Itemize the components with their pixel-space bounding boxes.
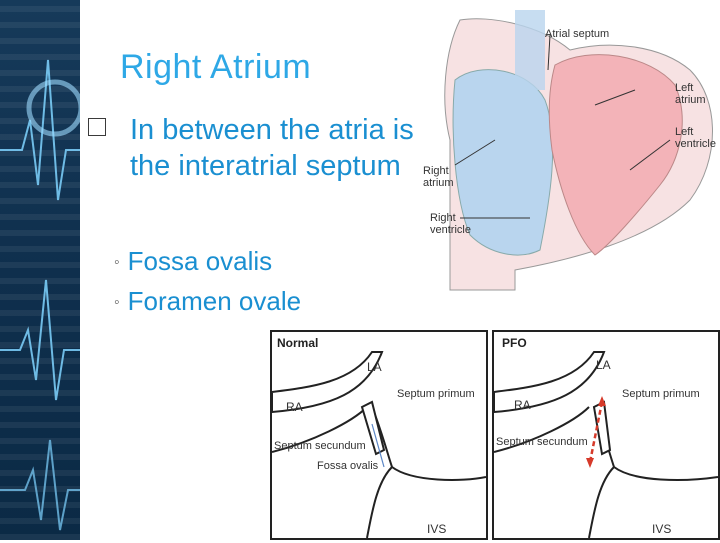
panel-la-label: LA bbox=[367, 360, 382, 374]
panel-la-label: LA bbox=[596, 358, 611, 372]
panel-title-normal: Normal bbox=[277, 336, 319, 350]
heart-illustration bbox=[444, 10, 713, 291]
subitem-fossa-ovalis: ◦ Fossa ovalis bbox=[114, 246, 272, 277]
sidebar-pattern bbox=[0, 0, 80, 540]
panel-septum-secundum-label: Septum secundum bbox=[274, 440, 366, 452]
label-right-atrium: Right atrium bbox=[423, 165, 454, 189]
panel-title-pfo: PFO bbox=[502, 336, 527, 350]
slide-title: Right Atrium bbox=[120, 48, 312, 86]
subitem-label: Foramen ovale bbox=[127, 286, 302, 316]
panel-septum-secundum-label: Septum secundum bbox=[496, 436, 588, 448]
septum-panel-normal: Normal LA RA Septum primum Septum secund… bbox=[270, 330, 488, 540]
panel-ra-label: RA bbox=[514, 398, 531, 412]
septum-diagram-normal bbox=[271, 351, 487, 539]
sub-bullet-icon: ◦ bbox=[114, 254, 120, 271]
panel-ivs-label: IVS bbox=[427, 522, 447, 536]
heart-diagram: Atrial septum Left atrium Left ventricle… bbox=[420, 10, 720, 295]
septum-diagram-pfo bbox=[493, 351, 719, 539]
panel-fossa-ovalis-label: Fossa ovalis bbox=[317, 460, 379, 472]
panel-septum-primum-label: Septum primum bbox=[622, 388, 700, 400]
label-atrial-septum: Atrial septum bbox=[545, 28, 610, 40]
sub-bullet-icon: ◦ bbox=[114, 294, 120, 311]
septum-panel-pfo: PFO LA RA Septum primum Septum secundum … bbox=[492, 330, 720, 540]
decorative-sidebar bbox=[0, 0, 80, 540]
panel-septum-primum-label: Septum primum bbox=[397, 388, 475, 400]
label-left-atrium: Left atrium bbox=[675, 82, 706, 106]
subitem-foramen-ovale: ◦ Foramen ovale bbox=[114, 286, 301, 317]
ecg-wave-icon bbox=[0, 59, 80, 531]
panel-ra-label: RA bbox=[286, 400, 303, 414]
panel-ivs-label: IVS bbox=[652, 522, 672, 536]
main-bullet-text: In between the atria is the interatrial … bbox=[130, 114, 414, 182]
bullet-box-icon bbox=[88, 118, 106, 136]
subitem-label: Fossa ovalis bbox=[127, 246, 273, 276]
label-left-ventricle: Left ventricle bbox=[675, 126, 716, 150]
label-right-ventricle: Right ventricle bbox=[430, 212, 471, 236]
